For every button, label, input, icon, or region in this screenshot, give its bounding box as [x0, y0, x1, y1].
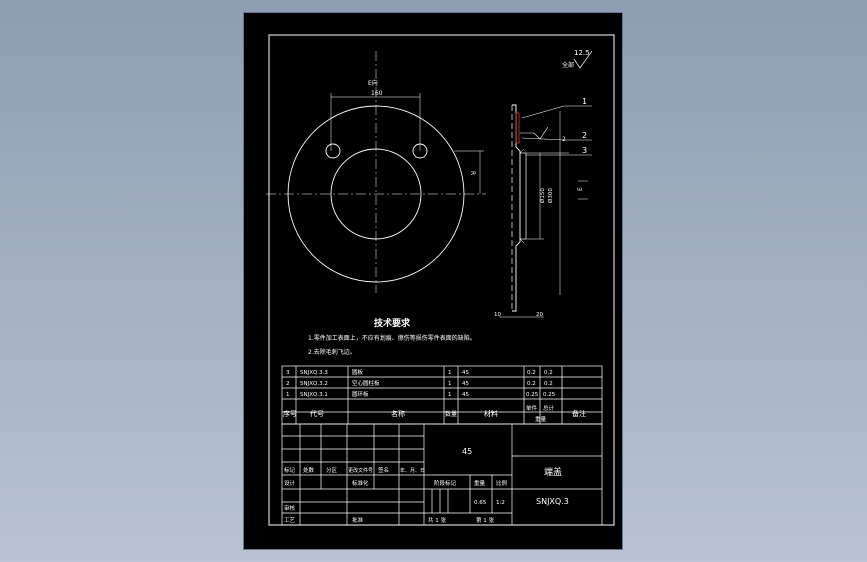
- bom-cell: SNJXQ.3.1: [300, 392, 328, 398]
- bom-cell: 0.2: [544, 381, 553, 387]
- dim-thickness-b: 20: [536, 312, 543, 318]
- title-block-text: 45 端盖 SNJXQ.3 标记 处数 分区 更改文件号 签名 年、月、日 设计…: [284, 447, 569, 524]
- cad-drawing: 12.5 全部 E向 160 R Ø150 Ø300 E: [266, 34, 615, 526]
- dim-radius: R: [469, 171, 476, 175]
- bom-cell: SNJXQ.3.3: [300, 370, 328, 376]
- bolt-hole-left: [325, 143, 341, 159]
- bom-cell: 1: [448, 370, 452, 376]
- bom-cell: 45: [462, 370, 469, 376]
- roughness-label: 全部: [562, 61, 574, 69]
- bom-header-weight: 重量: [535, 415, 547, 423]
- section-view: Ø150 Ø300 E 1 2 2 3 10 20: [494, 97, 592, 318]
- bom-header: 序号 代号 名称 数量 材料 单件 总计 重量 备注: [283, 404, 586, 423]
- tb-rev-header: 分区: [326, 466, 338, 474]
- balloon-2: 2: [582, 131, 587, 140]
- bom-cell: 0.25: [526, 392, 539, 398]
- roughness-symbol: 12.5 全部: [562, 49, 593, 69]
- tb-scale-value: 1:2: [496, 500, 505, 506]
- bom-cell: 45: [462, 381, 469, 387]
- tb-rev-header: 处数: [303, 466, 315, 474]
- bom-cell: 3: [286, 370, 290, 376]
- bom-cell: 2: [286, 381, 290, 387]
- tech-title: 技术要求: [374, 317, 411, 329]
- tb-drawing-no: SNJXQ.3: [536, 497, 569, 506]
- drawing-sheet: 12.5 全部 E向 160 R Ø150 Ø300 E: [244, 13, 622, 549]
- dim-diameter-a: Ø150: [539, 188, 546, 203]
- tb-review: 审核: [284, 504, 296, 512]
- tech-note-2: 2.去除毛刺飞边。: [308, 348, 356, 356]
- bom-header-qty: 数量: [445, 410, 457, 418]
- tb-process: 工艺: [284, 517, 296, 524]
- bom-header-material: 材料: [484, 409, 498, 418]
- balloon-1: 1: [582, 97, 587, 106]
- dim-top: 160: [371, 90, 383, 97]
- tb-part-name: 端盖: [544, 466, 562, 478]
- tb-rev-header: 年、月、日: [400, 467, 425, 474]
- bom-cell: 1: [448, 381, 452, 387]
- bom-cell: 圆板: [352, 368, 364, 376]
- bom-header-remark: 备注: [572, 409, 586, 418]
- front-view: E向 160 R: [266, 51, 486, 293]
- bom-cell: SNJXQ.3.2: [300, 381, 328, 387]
- bom-cell: 空心圆柱板: [352, 379, 380, 387]
- title-block: [281, 423, 603, 526]
- tb-sheet-no: 第 1 张: [476, 516, 494, 524]
- tb-scale-label: 比例: [496, 479, 508, 487]
- bom-cell: 1: [286, 392, 290, 398]
- bom-cell: 0.2: [544, 370, 553, 376]
- tb-rev-header: 签名: [378, 466, 389, 474]
- tb-material: 45: [462, 447, 472, 456]
- dim-side-right: E: [577, 187, 584, 191]
- bom-header-name: 名称: [391, 409, 405, 418]
- roughness-value: 12.5: [574, 49, 590, 57]
- tb-rev-header: 标记: [284, 466, 296, 474]
- bom-cell: 0.2: [527, 381, 536, 387]
- bom-rows: 3 SNJXQ.3.3 圆板 1 45 0.2 0.2 2 SNJXQ.3.2 …: [286, 368, 556, 398]
- dim-diameter-b: Ø300: [547, 188, 554, 203]
- tb-design: 设计: [284, 479, 296, 487]
- bom-cell: 圆环板: [352, 390, 369, 398]
- bom-cell: 0.2: [527, 370, 536, 376]
- bolt-hole-right: [412, 143, 428, 159]
- dim-thickness-a: 10: [494, 312, 501, 318]
- bom-header-unit-weight: 单件: [526, 404, 538, 412]
- tb-standard: 标准化: [352, 479, 369, 487]
- bom-header-no: 序号: [283, 409, 297, 418]
- bom-cell: 45: [462, 392, 469, 398]
- balloon-2-ref: 2: [562, 136, 566, 143]
- tb-stage-mark: 阶段标记: [434, 479, 457, 487]
- tb-weight-label: 重量: [474, 479, 486, 487]
- bom-header-total-weight: 总计: [543, 404, 555, 412]
- bom-header-code: 代号: [310, 409, 324, 418]
- tb-approve: 批准: [352, 516, 364, 524]
- technical-requirements: 技术要求 1.零件加工表面上，不应有划痕、擦伤等损伤零件表面的缺陷。 2.去除毛…: [308, 317, 476, 356]
- bom-cell: 0.25: [543, 392, 556, 398]
- bom-cell: 1: [448, 392, 452, 398]
- tb-sheets-total: 共 1 张: [428, 516, 446, 524]
- tb-rev-header: 更改文件号: [348, 467, 373, 474]
- balloon-3: 3: [582, 146, 587, 155]
- tb-weight-value: 0.65: [474, 500, 487, 506]
- view-label: E向: [368, 79, 378, 87]
- tech-note-1: 1.零件加工表面上，不应有划痕、擦伤等损伤零件表面的缺陷。: [308, 334, 476, 342]
